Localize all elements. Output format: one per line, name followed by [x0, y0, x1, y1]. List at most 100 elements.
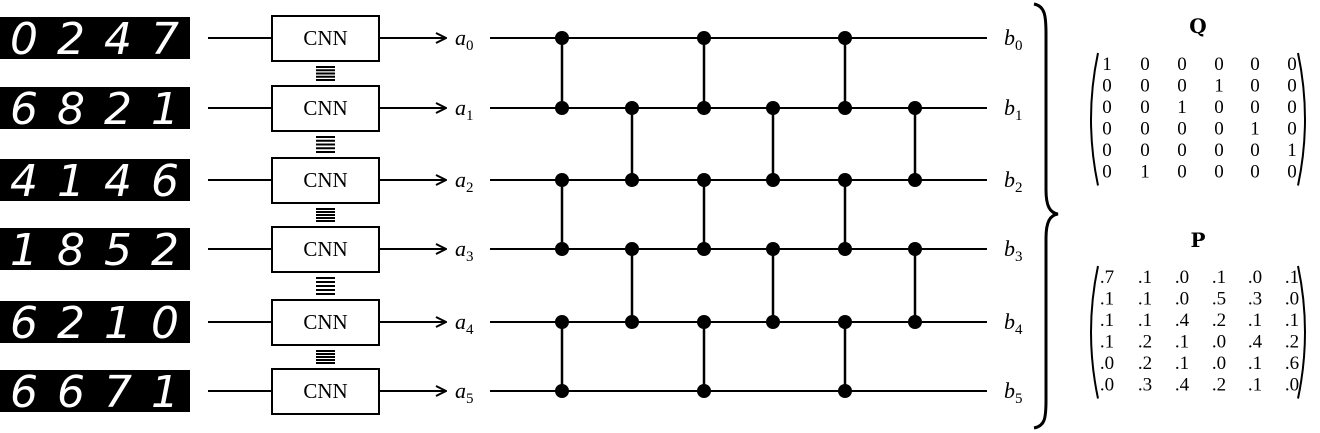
matrix-cell: .1 [1212, 267, 1226, 288]
matrix-cell: 0 [1214, 140, 1224, 161]
handwritten-digit: 5 [104, 225, 132, 276]
comparator [625, 101, 639, 187]
matrix-cell: .0 [1285, 375, 1299, 396]
matrix-cell: 0 [1250, 54, 1260, 75]
handwritten-digit: 4 [104, 156, 132, 207]
handwritten-digit: 1 [151, 84, 179, 135]
handwritten-digit: 2 [57, 14, 85, 65]
matrix-cell: .0 [1100, 353, 1114, 374]
matrix-cell: 0 [1140, 119, 1150, 140]
weight-sharing-connector [316, 208, 335, 222]
comparator [908, 101, 922, 187]
cnn-box [271, 226, 380, 273]
matrix-cell: 0 [1250, 97, 1260, 118]
comparator [838, 315, 852, 398]
handwritten-digit: 6 [151, 156, 179, 207]
comparator-node [838, 315, 852, 329]
matrix-title: Q [1189, 14, 1206, 38]
matrix-title: P [1190, 228, 1205, 252]
output-variable-label: b1 [1004, 95, 1023, 124]
comparator [697, 173, 711, 256]
handwritten-digit: 7 [151, 14, 179, 65]
matrix-cell: 1 [1250, 119, 1260, 140]
comparator [766, 101, 780, 187]
comparator [697, 31, 711, 115]
weight-sharing-connector [316, 66, 335, 81]
cnn-box [271, 15, 380, 62]
matrix-right-paren [1297, 265, 1306, 399]
output-variable-label: b2 [1004, 167, 1023, 196]
matrix-cell: .0 [1175, 267, 1189, 288]
matrix-cell: .1 [1248, 353, 1262, 374]
matrix-cell: .5 [1212, 289, 1226, 310]
digit-strip-background [0, 87, 190, 129]
comparator-node [555, 101, 569, 115]
matrix-cell: 0 [1214, 119, 1224, 140]
matrix-cell: 0 [1140, 54, 1150, 75]
input-variable-label: a1 [455, 95, 474, 124]
comparator [555, 31, 569, 115]
input-variable-label: a5 [455, 378, 474, 407]
matrix-cell: 0 [1287, 162, 1297, 183]
input-variable-label: a4 [455, 309, 474, 338]
matrix-cell: 0 [1250, 140, 1260, 161]
comparator-node [908, 101, 922, 115]
comparator-node [625, 173, 639, 187]
matrix-cell: .4 [1175, 310, 1190, 331]
digit-strip-background [0, 17, 190, 59]
matrix-cell: .0 [1100, 375, 1114, 396]
matrix-cell: .0 [1248, 267, 1262, 288]
comparator-node [838, 242, 852, 256]
matrix-cell: .1 [1100, 289, 1114, 310]
digit-strip-background [0, 370, 190, 412]
matrix-cell: .1 [1175, 353, 1189, 374]
weight-sharing-connector [316, 277, 335, 295]
matrix-cell: 0 [1177, 119, 1187, 140]
matrix-cell: 0 [1214, 97, 1224, 118]
matrix-cell: .1 [1285, 310, 1299, 331]
matrix-cell: 1 [1214, 76, 1224, 97]
handwritten-digit: 4 [10, 156, 38, 207]
comparator-node [555, 384, 569, 398]
matrix-cell: 0 [1287, 119, 1297, 140]
comparator [555, 315, 569, 398]
comparator [838, 173, 852, 256]
matrix-cell: 0 [1140, 140, 1150, 161]
comparator-node [838, 101, 852, 115]
handwritten-digit: 4 [104, 14, 132, 65]
right-brace [1033, 2, 1059, 430]
matrix-cell: 0 [1177, 54, 1187, 75]
matrix-cell: 0 [1250, 162, 1260, 183]
comparator-node [838, 384, 852, 398]
matrix-cell: .2 [1212, 310, 1226, 331]
comparator [555, 173, 569, 256]
input-variable-label: a0 [455, 25, 474, 54]
matrix-cell: .1 [1248, 310, 1262, 331]
matrix-cell: 1 [1140, 162, 1150, 183]
matrix-cell: .4 [1248, 332, 1263, 353]
matrix-cell: .1 [1138, 289, 1152, 310]
comparator-node [697, 31, 711, 45]
handwritten-digit: 0 [10, 14, 38, 65]
handwritten-digit: 8 [57, 84, 85, 135]
matrix-cell: .0 [1212, 353, 1226, 374]
cnn-label: CNN [303, 379, 347, 403]
matrix-cell: .0 [1285, 289, 1299, 310]
output-variable-label: b0 [1004, 25, 1023, 54]
comparator [838, 31, 852, 115]
cnn-label: CNN [303, 96, 347, 120]
handwritten-digit: 0 [151, 298, 179, 349]
comparator [766, 242, 780, 329]
matrix-cell: 0 [1214, 162, 1224, 183]
input-variable-label: a3 [455, 236, 474, 265]
matrix-cell: 0 [1287, 54, 1297, 75]
matrix-cell: .3 [1138, 375, 1152, 396]
handwritten-digit: 2 [57, 298, 85, 349]
